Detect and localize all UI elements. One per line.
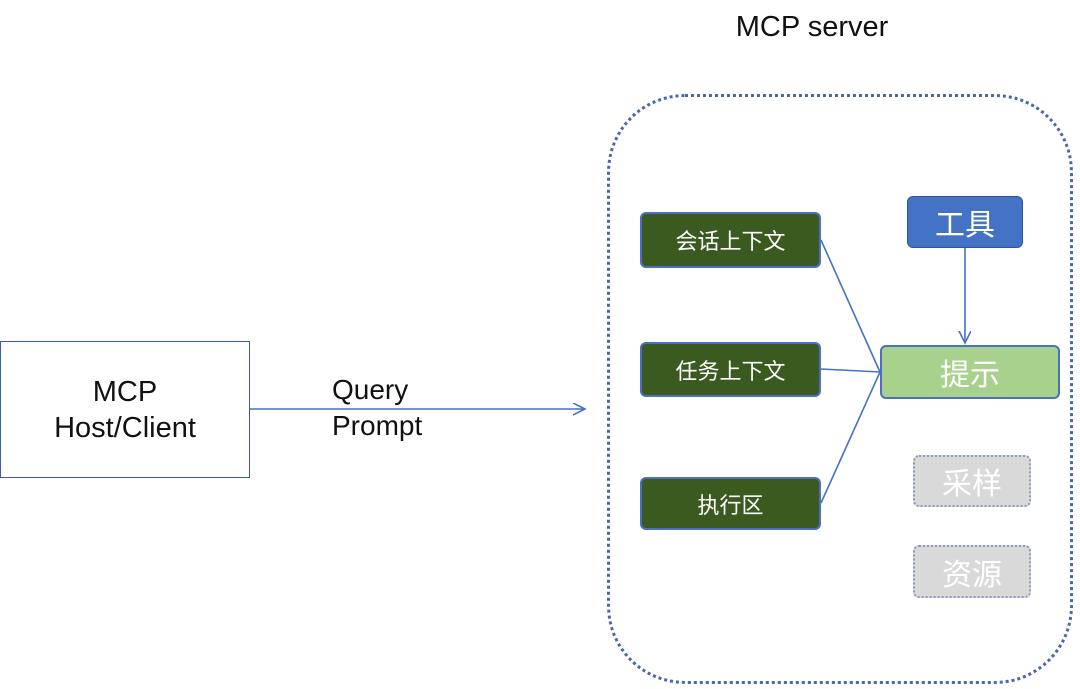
resources-node: 资源 <box>913 545 1031 598</box>
sampling-node: 采样 <box>913 455 1031 507</box>
request-label-line1: Query <box>332 374 409 405</box>
server-boundary <box>607 94 1073 684</box>
host-client-box: MCP Host/Client <box>0 341 250 478</box>
tool-node: 工具 <box>907 196 1023 248</box>
host-label-line1: MCP <box>92 375 158 408</box>
request-label: Query Prompt <box>332 372 422 444</box>
host-label-line2: Host/Client <box>54 411 196 444</box>
session-context-connector <box>820 239 881 373</box>
task-context-node: 任务上下文 <box>640 342 821 397</box>
prompt-node: 提示 <box>880 345 1060 399</box>
session-context-node: 会话上下文 <box>640 212 821 268</box>
execution-area-node: 执行区 <box>640 477 821 530</box>
request-label-line2: Prompt <box>332 410 423 441</box>
execution-area-connector <box>820 371 881 504</box>
server-title: MCP server <box>735 11 889 43</box>
task-context-connector <box>820 368 881 373</box>
